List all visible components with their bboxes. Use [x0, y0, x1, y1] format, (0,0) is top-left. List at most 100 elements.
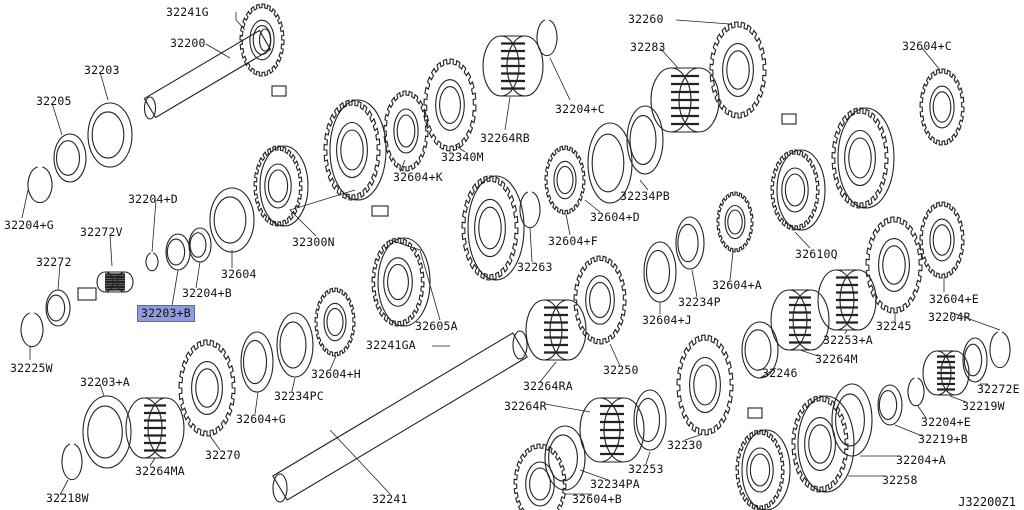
ring-32234pc	[276, 312, 314, 378]
ring-32604-g	[240, 331, 274, 393]
bearing-32283	[650, 67, 720, 133]
part-label-32264RA[interactable]: 32264RA	[523, 379, 573, 393]
part-label-32604-D[interactable]: 32604+D	[590, 210, 640, 224]
part-label-32203-B-highlighted[interactable]: 32203+B	[137, 305, 195, 322]
baulk-ring-32604-a	[716, 191, 754, 253]
bearing-32264m	[770, 289, 830, 351]
sync-hub-32300n	[253, 145, 309, 227]
part-label-32605A[interactable]: 32605A	[415, 319, 458, 333]
ring-32234pb-outer	[626, 105, 664, 175]
part-label-32253[interactable]: 32253	[628, 462, 664, 476]
sync-sleeve-32300n	[323, 99, 387, 201]
bearing-32219w	[922, 350, 970, 396]
part-label-32604-C[interactable]: 32604+C	[902, 39, 952, 53]
diagram-code: J32200Z1	[958, 495, 1016, 509]
part-label-32241G[interactable]: 32241G	[166, 5, 209, 19]
bearing-32203	[87, 102, 133, 168]
ring-32204-b	[188, 227, 212, 263]
ring-32204-a	[831, 383, 873, 457]
bearing-32253	[633, 389, 667, 451]
part-label-32272E[interactable]: 32272E	[977, 382, 1020, 396]
ring-32203-b	[165, 233, 191, 271]
part-label-32204-E[interactable]: 32204+E	[921, 415, 971, 429]
part-label-32219W[interactable]: 32219W	[962, 399, 1005, 413]
part-label-32263[interactable]: 32263	[517, 260, 553, 274]
part-label-32219-B[interactable]: 32219+B	[918, 432, 968, 446]
part-label-32218W[interactable]: 32218W	[46, 491, 89, 505]
part-label-32604-A[interactable]: 32604+A	[712, 278, 762, 292]
part-label-32258[interactable]: 32258	[882, 473, 918, 487]
input-shaft	[143, 28, 272, 120]
part-label-32203[interactable]: 32203	[84, 63, 120, 77]
ring-32234pa	[544, 425, 586, 491]
mainshaft-32241	[272, 330, 528, 503]
sync-sleeve-32605a	[371, 237, 431, 327]
part-label-32204-B[interactable]: 32204+B	[182, 286, 232, 300]
part-label-32272[interactable]: 32272	[36, 255, 72, 269]
part-label-32604-E[interactable]: 32604+E	[929, 292, 979, 306]
part-label-32234PB[interactable]: 32234PB	[620, 189, 670, 203]
part-label-32245[interactable]: 32245	[876, 319, 912, 333]
part-label-32604-K[interactable]: 32604+K	[393, 170, 443, 184]
part-label-32610Q[interactable]: 32610Q	[795, 247, 838, 261]
part-label-32234P[interactable]: 32234P	[678, 295, 721, 309]
part-label-32200[interactable]: 32200	[170, 36, 206, 50]
part-label-32604-F[interactable]: 32604+F	[548, 234, 598, 248]
part-label-32204R[interactable]: 32204R	[928, 310, 971, 324]
sync-hub-32610q	[770, 149, 826, 231]
baulk-ring-32604-e	[919, 201, 965, 279]
gear-32604-k	[383, 90, 429, 172]
part-label-32234PC[interactable]: 32234PC	[274, 389, 324, 403]
bearing-32203-a	[82, 395, 132, 469]
gear-32270	[178, 339, 236, 437]
part-label-32241[interactable]: 32241	[372, 492, 408, 506]
part-label-32203-A[interactable]: 32203+A	[80, 375, 130, 389]
part-label-32604-B[interactable]: 32604+B	[572, 492, 622, 506]
snap-ring-32204r	[989, 331, 1011, 369]
part-label-32205[interactable]: 32205	[36, 94, 72, 108]
part-label-32246[interactable]: 32246	[762, 366, 798, 380]
part-label-32241GA[interactable]: 32241GA	[366, 338, 416, 352]
input-shaft-gear	[239, 3, 285, 77]
part-label-32272V[interactable]: 32272V	[80, 225, 123, 239]
baulk-ring-32604	[209, 187, 255, 253]
snap-ring-32204-c	[536, 19, 558, 57]
part-label-32604-G[interactable]: 32604+G	[236, 412, 286, 426]
part-label-32264M[interactable]: 32264M	[815, 352, 858, 366]
part-label-32234PA[interactable]: 32234PA	[590, 477, 640, 491]
part-label-32204-D[interactable]: 32204+D	[128, 192, 178, 206]
part-label-32264RB[interactable]: 32264RB	[480, 131, 530, 145]
baulk-ring-32604-b	[513, 443, 567, 510]
shifting-insert	[271, 85, 287, 97]
part-label-32300N[interactable]: 32300N	[292, 235, 335, 249]
bearing-32264ma	[125, 397, 185, 459]
part-label-32253-A[interactable]: 32253+A	[823, 333, 873, 347]
part-label-32260[interactable]: 32260	[628, 12, 664, 26]
bearing-32264rb	[482, 35, 544, 97]
part-label-32270[interactable]: 32270	[205, 448, 241, 462]
sync-sleeve-32610q	[831, 107, 895, 209]
baulk-ring-32604-c	[919, 68, 965, 146]
ring-32225w	[20, 312, 44, 348]
shifting-insert-2	[371, 205, 389, 217]
part-label-32204-G[interactable]: 32204+G	[4, 218, 54, 232]
part-label-32340M[interactable]: 32340M	[441, 150, 484, 164]
part-label-32264MA[interactable]: 32264MA	[135, 464, 185, 478]
ring-32219-b	[877, 384, 903, 426]
part-label-32204-C[interactable]: 32204+C	[555, 102, 605, 116]
part-label-32604-J[interactable]: 32604+J	[642, 313, 692, 327]
part-label-32250[interactable]: 32250	[603, 363, 639, 377]
part-label-32204-A[interactable]: 32204+A	[896, 453, 946, 467]
part-label-32283[interactable]: 32283	[630, 40, 666, 54]
part-label-32604[interactable]: 32604	[221, 267, 257, 281]
bearing-32264ra	[525, 299, 587, 361]
part-label-32230[interactable]: 32230	[667, 438, 703, 452]
ring-32205	[53, 133, 87, 183]
part-label-32604-H[interactable]: 32604+H	[311, 367, 361, 381]
part-label-32264R[interactable]: 32264R	[504, 399, 547, 413]
sync-hub-32258	[791, 395, 855, 493]
shifting-insert-3	[781, 113, 797, 125]
part-label-32225W[interactable]: 32225W	[10, 361, 53, 375]
baulk-ring-32604-f	[544, 145, 586, 215]
